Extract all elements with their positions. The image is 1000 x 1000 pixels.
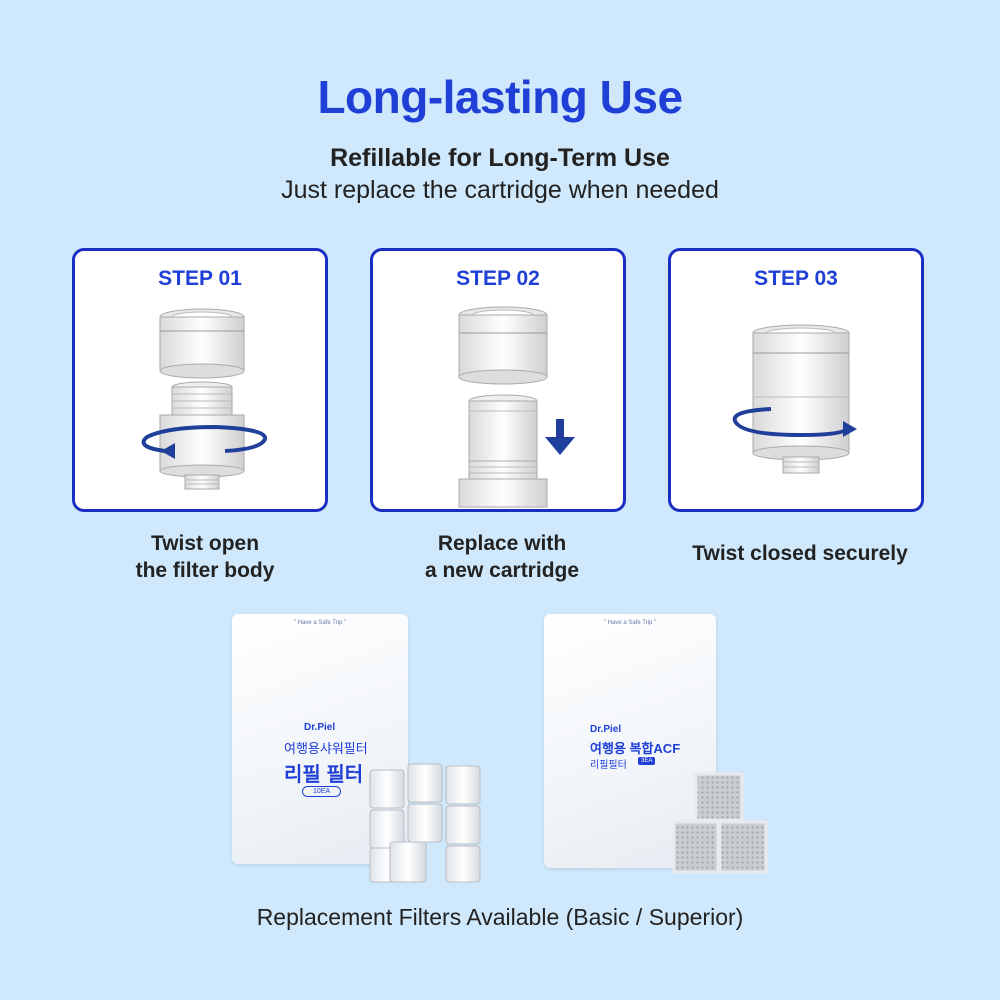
caption-line: a new cartridge [424, 559, 580, 582]
step-card-2: STEP 02 [370, 248, 626, 512]
pack-title: 리필 필터 [284, 764, 364, 786]
pack-count: 3EA [638, 757, 656, 765]
caption-line: the filter body [135, 559, 275, 582]
rotate-close-arrow-icon [732, 407, 857, 438]
superior-cartridges-image [672, 772, 768, 874]
step-card-3: STEP 03 [668, 248, 924, 512]
pack-title: 리필필터 [590, 760, 627, 771]
pack-count: 10EA [302, 786, 342, 797]
pack-name: 여행용 복합ACF [590, 741, 681, 756]
page-description: Just replace the cartridge when needed [281, 176, 719, 204]
brand-logo: Dr.Piel [304, 722, 336, 733]
down-arrow-icon [545, 419, 575, 455]
pack-name: 여행용샤워필터 [284, 741, 368, 756]
step-label: STEP 02 [456, 267, 540, 290]
brand-logo: Dr.Piel [590, 724, 622, 735]
step-caption-2: Replace with a new cartridge [372, 530, 632, 584]
page-subtitle: Refillable for Long-Term Use [330, 144, 670, 172]
filter-closed-illustration [732, 324, 857, 474]
filter-open-illustration [141, 308, 267, 490]
caption-line: Twist closed securely [692, 542, 908, 565]
basic-cartridges-image [369, 763, 481, 883]
rotate-open-arrow-icon [141, 424, 267, 459]
step-label: STEP 03 [754, 267, 838, 290]
replacement-filters-note: Replacement Filters Available (Basic / S… [256, 904, 744, 930]
pack-tagline: " Have a Safe Trip " [293, 620, 347, 626]
caption-line: Twist open [150, 532, 260, 555]
step-caption-1: Twist open the filter body [75, 530, 335, 584]
cartridge-replace-illustration [458, 306, 575, 508]
step-caption-3: Twist closed securely [670, 540, 930, 567]
step-card-1: STEP 01 [72, 248, 328, 512]
page-title: Long-lasting Use [317, 71, 683, 123]
pack-tagline: " Have a Safe Trip " [603, 620, 657, 626]
step-label: STEP 01 [158, 267, 242, 290]
caption-line: Replace with [437, 532, 567, 555]
